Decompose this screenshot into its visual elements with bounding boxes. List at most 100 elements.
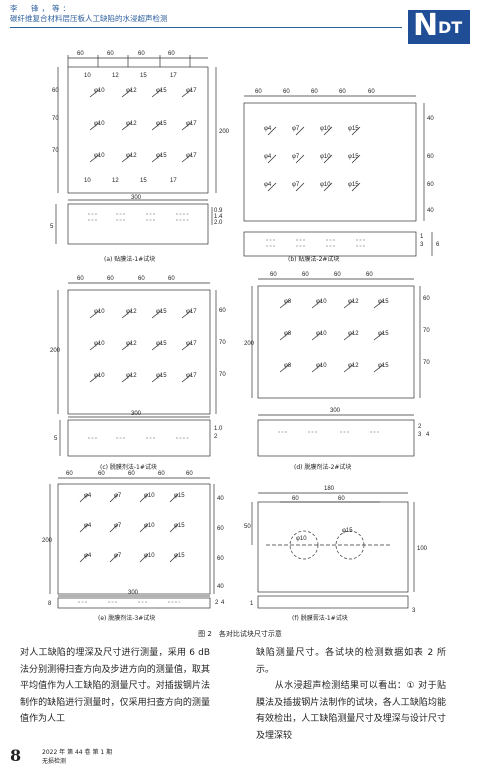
dim-label: 60 [292, 496, 299, 502]
body-text-left: 对人工缺陷的埋深及尺寸进行测量，采用 6 dB 法分别测得扫查方向及步进方向的测… [20, 648, 210, 724]
defect-label: φ7 [114, 493, 122, 499]
dim-label: 60 [270, 272, 277, 278]
dim-label: 2 [215, 600, 219, 606]
dim-label: 5 [50, 224, 54, 230]
defect-label: φ10 [94, 153, 105, 159]
dim-label: 70 [219, 340, 226, 346]
dim-label: 17 [170, 73, 177, 79]
defect-label: φ15 [156, 88, 167, 94]
dim-label: 60 [138, 276, 145, 282]
defect-label: φ12 [126, 373, 137, 379]
dim-label: 60 [427, 182, 434, 188]
dim-label: 70 [52, 148, 59, 154]
dim-label: 60 [302, 272, 309, 278]
defect-label: φ10 [320, 182, 331, 188]
dim-label: 10 [84, 178, 91, 184]
dim-label: 60 [107, 51, 114, 57]
dim-label: 8 [48, 601, 52, 607]
header-authors: 李 锋，等： [10, 4, 73, 13]
defect-label: φ17 [186, 309, 197, 315]
defect-label: φ15 [156, 153, 167, 159]
dim-label: 60 [66, 471, 73, 477]
defect-label: φ15 [174, 553, 185, 559]
dim-label: 5 [54, 436, 58, 442]
defect-label: φ12 [348, 299, 359, 305]
dim-label: 200 [244, 341, 255, 347]
defect-label: φ4 [264, 154, 272, 160]
dim-label: 60 [168, 51, 175, 57]
dim-label: 60 [339, 89, 346, 95]
dim-label: 60 [217, 526, 224, 532]
dim-label: 1.4 [214, 214, 223, 220]
dim-label: 200 [42, 538, 53, 544]
dim-label: 3 [418, 432, 422, 438]
defect-label: φ15 [156, 341, 167, 347]
dim-label: 300 [131, 195, 142, 201]
defect-label: φ8 [284, 299, 292, 305]
body-text-right: 缺陷测量尺寸。各试块的检测数据如表 2 所示。 从水浸超声检测结果可以看出：① … [256, 648, 446, 741]
defect-label: φ7 [114, 553, 122, 559]
dim-label: 60 [77, 51, 84, 57]
defect-label: φ4 [84, 553, 92, 559]
defect-label: φ12 [348, 363, 359, 369]
defect-label: φ15 [156, 121, 167, 127]
figure-caption: 图 2 各对比试块尺寸示意 [198, 630, 282, 638]
dim-label: 60 [217, 556, 224, 562]
defect-label: φ17 [186, 341, 197, 347]
defect-label: φ15 [174, 493, 185, 499]
dim-label: 6 [436, 242, 440, 248]
dim-label: 300 [131, 411, 142, 417]
dim-label: 60 [368, 89, 375, 95]
defect-label: φ12 [126, 309, 137, 315]
specimen-drawings: 60 60 60 60 10 12 15 17 φ10 φ12 φ15 φ17 … [42, 51, 440, 614]
dim-label: 60 [186, 471, 193, 477]
dim-label: 2.0 [214, 220, 223, 226]
defect-label: φ10 [320, 154, 331, 160]
defect-label: φ15 [342, 528, 353, 534]
header-title: 碳纤维复合材料层压板人工缺陷的水浸超声检测 [10, 14, 168, 23]
subfigure-caption-a: (a) 贴膜法-1#试块 [104, 256, 156, 263]
defect-label: φ10 [94, 309, 105, 315]
defect-label: φ10 [316, 299, 327, 305]
defect-label: φ10 [144, 553, 155, 559]
defect-label: φ10 [320, 126, 331, 132]
defect-label: φ15 [348, 182, 359, 188]
subfigure-caption-e: (e) 脱膜剂法-3#试块 [98, 615, 156, 622]
dim-label: 15 [140, 178, 147, 184]
dim-label: 60 [427, 154, 434, 160]
subfigure-caption-f: (f) 脱膜膏法-1#试块 [292, 615, 348, 622]
dim-label: 60 [52, 88, 59, 94]
defect-label: φ10 [296, 536, 307, 542]
defect-label: φ4 [84, 523, 92, 529]
dim-label: 70 [423, 360, 430, 366]
dim-label: 40 [427, 208, 434, 214]
subfigure-caption-d: (d) 脱膜剂法-2#试块 [294, 464, 352, 471]
dim-label: 3 [420, 242, 424, 248]
dim-label: 60 [334, 272, 341, 278]
dim-label: 60 [98, 471, 105, 477]
dim-label: 17 [170, 178, 177, 184]
defect-label: φ10 [94, 373, 105, 379]
defect-label: φ10 [94, 121, 105, 127]
defect-label: φ4 [264, 126, 272, 132]
defect-label: φ15 [348, 154, 359, 160]
dim-label: 60 [423, 296, 430, 302]
defect-label: φ15 [378, 331, 389, 337]
dim-label: 3 [412, 608, 416, 614]
defect-label: φ10 [94, 341, 105, 347]
dim-label: 60 [158, 471, 165, 477]
defect-label: φ15 [156, 309, 167, 315]
subfigure-caption-b: (b) 贴膜法-2#试块 [288, 256, 340, 263]
footer-issue-text: 2022 年 第 44 卷 第 1 期 [42, 749, 113, 756]
dim-label: 10 [84, 73, 91, 79]
dim-label: 70 [423, 328, 430, 334]
defect-label: φ12 [348, 331, 359, 337]
dim-label: 200 [219, 129, 230, 135]
dim-label: 40 [217, 496, 224, 502]
defect-label: φ12 [126, 88, 137, 94]
defect-label: φ12 [126, 121, 137, 127]
defect-label: φ15 [378, 299, 389, 305]
defect-label: φ17 [186, 153, 197, 159]
dim-label: 50 [244, 524, 251, 530]
dim-label: 60 [128, 471, 135, 477]
